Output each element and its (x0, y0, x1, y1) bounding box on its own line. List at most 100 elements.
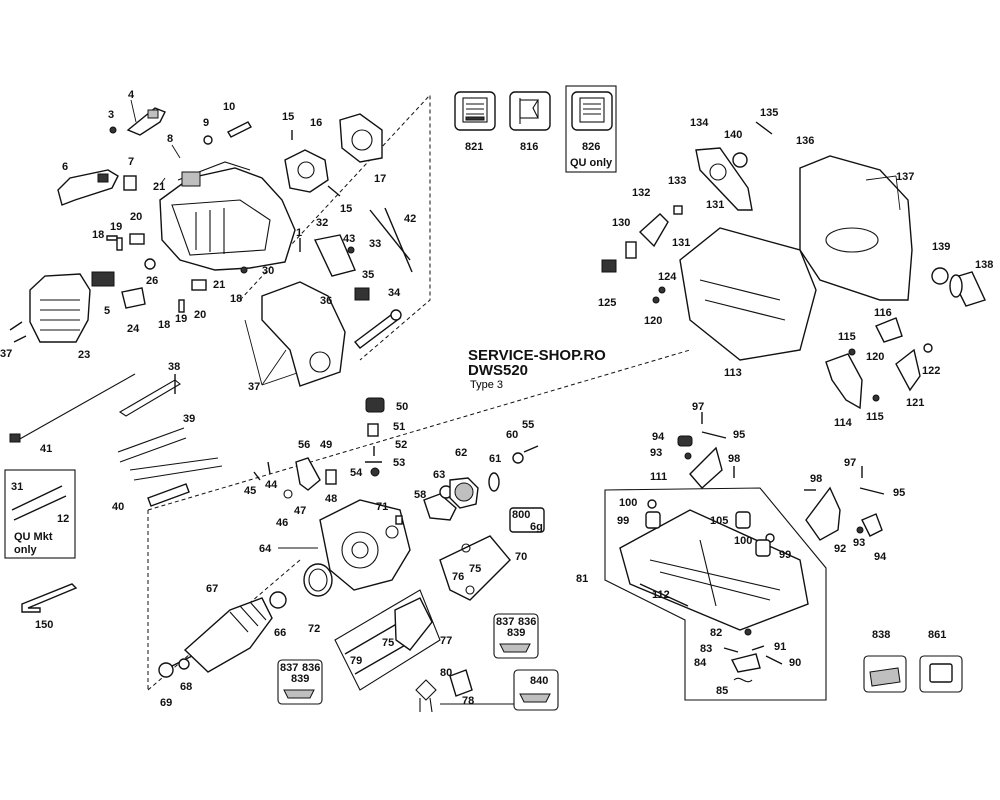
part-130-bracket: 130 (612, 217, 637, 259)
svg-text:18: 18 (92, 229, 104, 241)
svg-text:55: 55 (522, 419, 534, 431)
part-113-saw-base-frame: 113 (679, 227, 817, 379)
svg-text:84: 84 (694, 657, 707, 669)
svg-text:4: 4 (128, 89, 135, 101)
svg-text:32: 32 (316, 217, 328, 229)
svg-text:139: 139 (932, 241, 950, 253)
svg-text:93: 93 (650, 447, 662, 459)
svg-text:21: 21 (213, 279, 225, 291)
svg-text:46: 46 (276, 517, 288, 529)
svg-text:105: 105 (710, 515, 728, 527)
part-124-screw: 124 (658, 271, 677, 294)
part-77-frame-box: 77 75 79 (334, 589, 452, 691)
svg-text:838: 838 (872, 629, 890, 641)
part-15-screws: 15 15 (282, 111, 352, 215)
part-114-guard-lower: 114 (825, 353, 863, 429)
svg-text:92: 92 (834, 543, 846, 555)
svg-text:33: 33 (369, 238, 381, 250)
svg-text:47: 47 (294, 505, 306, 517)
svg-text:100: 100 (619, 497, 637, 509)
svg-text:76: 76 (452, 571, 464, 583)
svg-text:36: 36 (320, 295, 332, 307)
svg-text:82: 82 (710, 627, 722, 639)
part-26-washer: 26 (144, 258, 158, 287)
svg-text:124: 124 (658, 271, 677, 283)
qu-mkt-box: 31 12 QU Mkt only (4, 469, 76, 559)
svg-text:12: 12 (57, 513, 69, 525)
svg-text:24: 24 (127, 323, 140, 335)
svg-text:10: 10 (223, 101, 235, 113)
svg-text:62: 62 (455, 447, 467, 459)
svg-text:837: 837 (496, 616, 514, 628)
svg-text:48: 48 (325, 493, 337, 505)
svg-text:826: 826 (582, 141, 600, 153)
svg-text:112: 112 (652, 589, 670, 601)
svg-text:800: 800 (512, 509, 530, 521)
svg-text:83: 83 (700, 643, 712, 655)
svg-text:6: 6 (62, 161, 68, 173)
part-3-screw: 3 (108, 109, 117, 134)
part-23-housing-cover: 23 (29, 273, 91, 361)
svg-text:7: 7 (128, 156, 134, 168)
svg-text:97: 97 (692, 401, 704, 413)
part-69-bearing: 69 (158, 662, 174, 709)
svg-text:15: 15 (340, 203, 352, 215)
svg-text:121: 121 (906, 397, 924, 409)
part-43-screw: 43 (343, 233, 355, 254)
svg-text:38: 38 (168, 361, 180, 373)
svg-text:99: 99 (779, 549, 791, 561)
svg-text:98: 98 (810, 473, 822, 485)
part-61-ring: 61 (488, 453, 501, 492)
svg-text:5: 5 (104, 305, 110, 317)
svg-text:98: 98 (728, 453, 740, 465)
base-plate-box (604, 487, 827, 701)
part-46-spring: 46 (276, 489, 293, 529)
svg-text:45: 45 (244, 485, 256, 497)
svg-text:71: 71 (376, 501, 388, 513)
svg-text:95: 95 (733, 429, 745, 441)
part-62-pinion: 62 (449, 447, 479, 509)
svg-text:79: 79 (350, 655, 362, 667)
part-35-switch: 35 (354, 269, 374, 301)
part-21-screws: 21 21 (153, 177, 225, 291)
svg-text:840: 840 (530, 675, 548, 687)
svg-text:60: 60 (506, 429, 518, 441)
part-150-key: 150 (21, 583, 78, 631)
svg-text:37: 37 (0, 348, 12, 360)
svg-text:9: 9 (203, 117, 209, 129)
part-44-45-screws: 45 44 (244, 461, 278, 497)
part-40-tube: 40 (112, 457, 223, 513)
section-divider-mid (147, 349, 691, 511)
svg-text:21: 21 (153, 181, 165, 193)
part-111-fence: 111 (650, 446, 723, 490)
qu-mkt-line1: QU Mkt (14, 531, 53, 543)
svg-text:115: 115 (866, 411, 884, 423)
svg-text:23: 23 (78, 349, 90, 361)
svg-text:95: 95 (893, 487, 905, 499)
svg-text:50: 50 (396, 401, 408, 413)
svg-text:81: 81 (576, 573, 588, 585)
svg-text:43: 43 (343, 233, 355, 245)
svg-text:78: 78 (462, 695, 474, 707)
svg-text:19: 19 (110, 221, 122, 233)
svg-text:68: 68 (180, 681, 192, 693)
svg-text:40: 40 (112, 501, 124, 513)
part-39-wire: 39 (117, 413, 195, 463)
svg-text:26: 26 (146, 275, 158, 287)
part-132-knob: 132 (632, 187, 669, 248)
part-4-lever: 4 (126, 89, 166, 136)
part-139-ring: 139 (931, 241, 950, 285)
part-52-pin: 52 (373, 439, 407, 456)
svg-text:125: 125 (598, 297, 616, 309)
svg-text:66: 66 (274, 627, 286, 639)
part-120-screws: 120 120 (644, 296, 884, 363)
part-67-armature: 67 (167, 583, 273, 673)
svg-text:77: 77 (440, 635, 452, 647)
svg-text:100: 100 (734, 535, 752, 547)
accessory-816: 816 (509, 91, 551, 153)
svg-text:20: 20 (194, 309, 206, 321)
svg-text:131: 131 (672, 237, 690, 249)
svg-text:8: 8 (167, 133, 173, 145)
part-1-screw: 1 (296, 227, 302, 252)
part-105-knob: 105 (710, 511, 751, 529)
